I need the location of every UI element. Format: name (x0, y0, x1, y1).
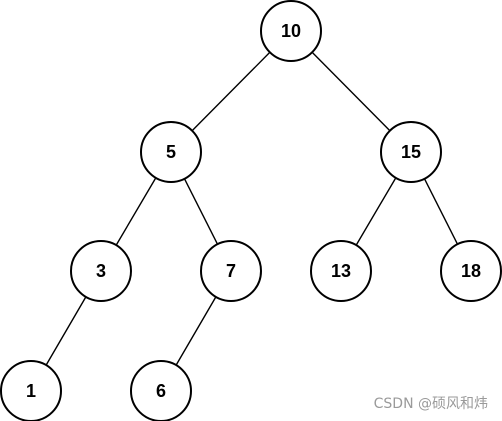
tree-node-label: 1 (26, 381, 36, 401)
tree-edge-n3-n1 (45, 296, 87, 366)
tree-node-label: 7 (226, 261, 236, 281)
tree-node-circle (440, 240, 502, 302)
tree-edges (45, 51, 459, 366)
tree-node-7: 7 (200, 240, 262, 302)
tree-node-6: 6 (130, 360, 192, 421)
tree-node-label: 3 (96, 261, 106, 281)
tree-edge-n15-n18 (423, 178, 459, 245)
tree-edge-n10-n15 (311, 51, 391, 132)
tree-node-13: 13 (310, 240, 372, 302)
watermark-text: CSDN @硕风和炜 (373, 396, 488, 412)
tree-node-label: 13 (331, 261, 351, 281)
tree-node-circle (130, 360, 192, 421)
tree-node-label: 5 (166, 142, 176, 162)
tree-node-circle (310, 240, 372, 302)
tree-node-15: 15 (380, 121, 442, 183)
tree-node-label: 6 (156, 381, 166, 401)
tree-node-circle (0, 360, 62, 421)
tree-node-circle (140, 121, 202, 183)
tree-node-label: 18 (461, 261, 481, 281)
tree-node-3: 3 (70, 240, 132, 302)
tree-node-1: 1 (0, 360, 62, 421)
tree-node-label: 15 (401, 142, 421, 162)
tree-node-5: 5 (140, 121, 202, 183)
tree-edge-n5-n7 (183, 178, 219, 245)
tree-node-circle (200, 240, 262, 302)
tree-edge-n10-n5 (191, 51, 271, 132)
tree-edge-n7-n6 (175, 296, 217, 366)
tree-edge-n15-n13 (355, 177, 397, 246)
tree-node-circle (380, 121, 442, 183)
tree-edge-n5-n3 (115, 177, 157, 246)
tree-node-10: 10 (260, 0, 322, 62)
tree-node-18: 18 (440, 240, 502, 302)
tree-node-circle (260, 0, 322, 62)
tree-node-circle (70, 240, 132, 302)
tree-node-label: 10 (281, 21, 301, 41)
